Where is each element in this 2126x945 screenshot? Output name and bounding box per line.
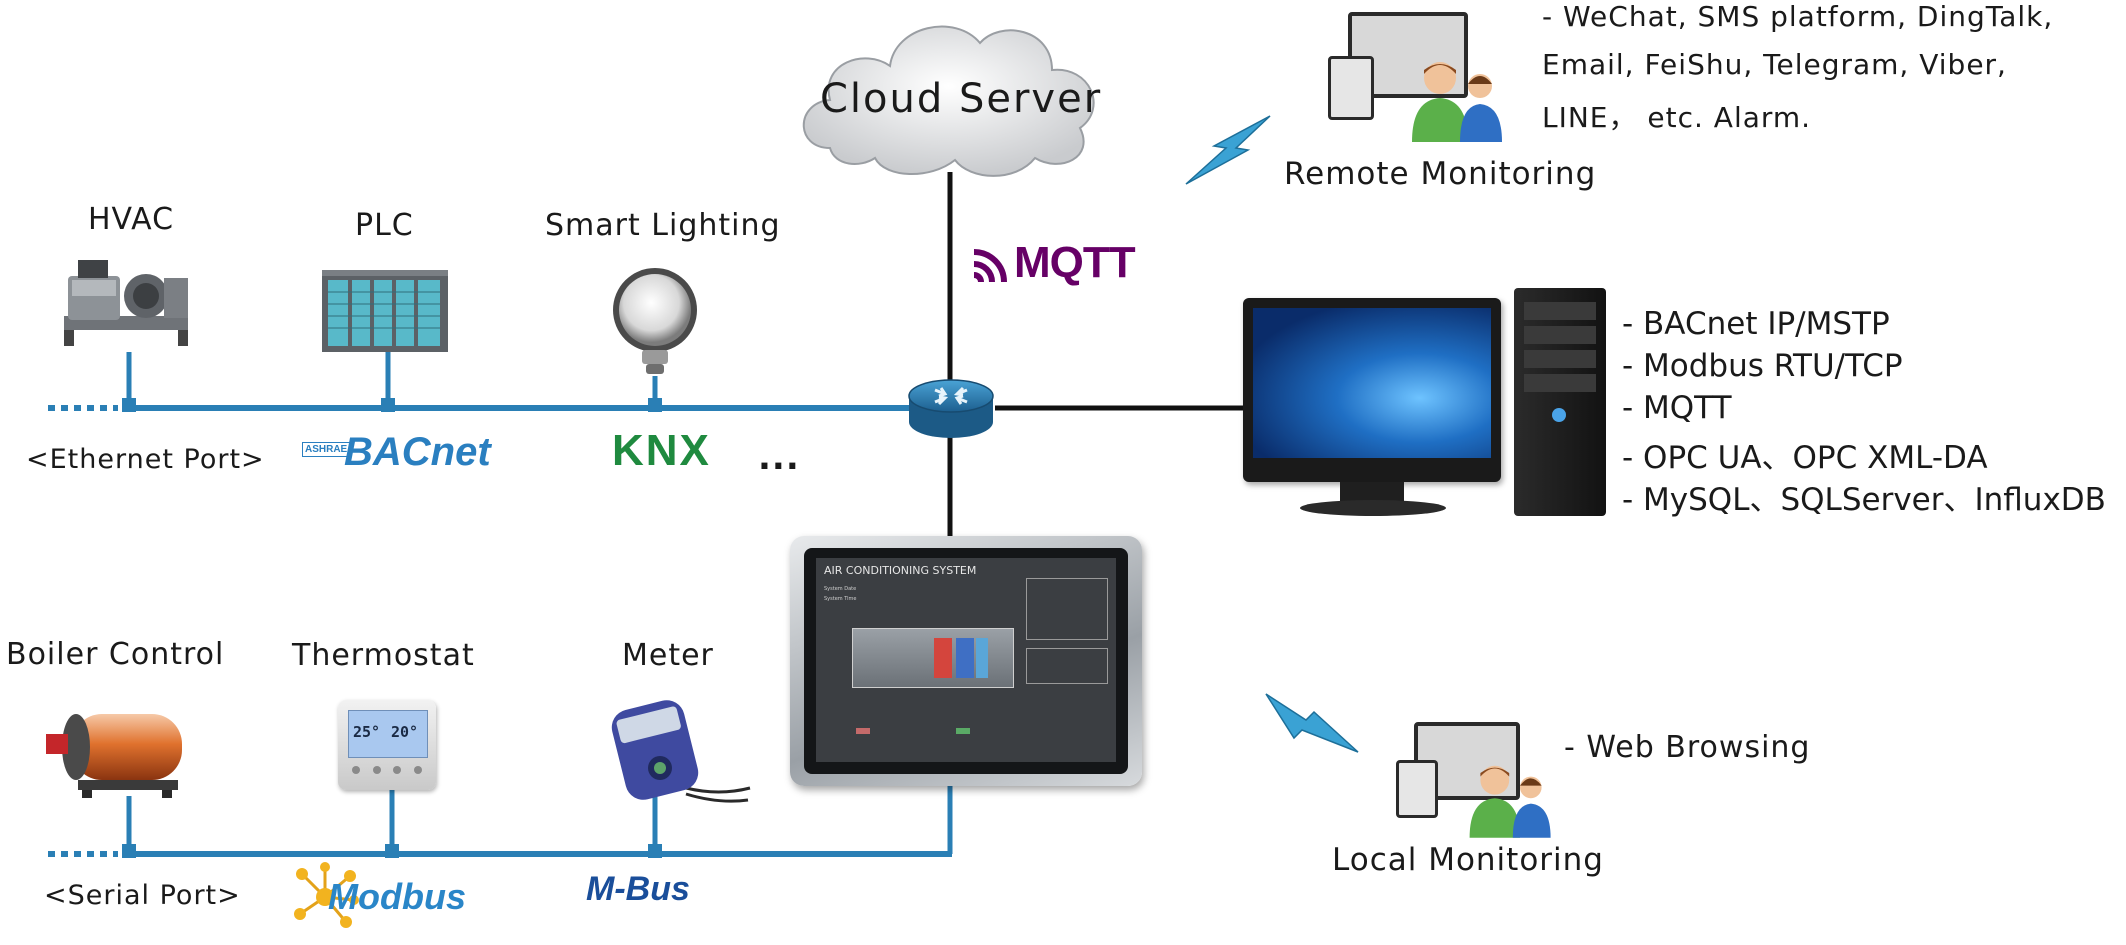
thermostat-button [372,766,381,774]
remote-alarm-line: - WeChat, SMS platform, DingTalk, [1542,0,2054,33]
plc-label: PLC [355,208,414,243]
pc-drive-bay [1524,302,1596,320]
mqtt-signal-icon [973,249,1007,283]
thermostat-button [413,766,422,774]
smart-lighting-label: Smart Lighting [545,208,781,243]
lightning-icon [1265,693,1359,753]
hmi-coil-red [934,638,952,678]
hmi-bezel: AIR CONDITIONING SYSTEM System Date Syst… [804,548,1128,774]
knx-logo: KNX [612,426,709,475]
remote-users-icon [1328,8,1508,142]
pc-monitor [1243,298,1501,482]
boiler-node [122,844,136,858]
pc-tower [1514,288,1606,516]
bacnet-logo-text: BACnet [344,430,491,474]
local-tablet-icon [1396,760,1438,818]
thermostat-device: 25° 20° [338,700,436,790]
hmi-duct-graphic [852,628,1014,688]
water-meter-icon [611,700,751,803]
hmi-indicator [856,728,870,734]
local-web-browsing: - Web Browsing [1564,730,1811,765]
hmi-coil-blue [956,638,974,678]
remote-monitoring-label: Remote Monitoring [1284,156,1597,192]
modbus-network-icon [294,862,359,928]
hmi-indicator [956,728,970,734]
router-icon [908,379,994,438]
thermostat-temp-current: 25° [353,723,381,741]
local-monitoring-label: Local Monitoring [1332,842,1604,878]
pc-feature-item: - Modbus RTU/TCP [1622,348,1903,384]
plc-icon [322,270,448,352]
thermostat-label: Thermostat [292,638,475,673]
hmi-status-box [1026,578,1108,640]
cloud-icon [802,25,1095,177]
lightning-icon [1185,115,1271,185]
led-bulb-icon [613,268,697,374]
pc-monitor-base [1300,500,1446,516]
thermostat-node [385,844,399,858]
boiler-icon [46,714,182,798]
hmi-screen-title: AIR CONDITIONING SYSTEM [824,564,977,577]
thermostat-temp-set: 20° [391,723,419,741]
remote-tablet-icon [1328,56,1374,120]
pc-monitor-stand [1340,482,1404,504]
meter-label: Meter [622,638,714,673]
mbus-logo-text: M-Bus [586,870,690,908]
thermostat-screen: 25° 20° [348,710,428,758]
users-icon [1469,765,1551,838]
meter-node [648,844,662,858]
pc-feature-item: - OPC UA、OPC XML-DA [1622,440,1988,476]
mqtt-logo: MQTT [972,238,1152,288]
modbus-logo: Modbus [290,862,500,932]
thermostat-button [352,766,360,774]
pc-drive-bay [1524,374,1596,392]
remote-alarm-line: LINE， etc. Alarm. [1542,101,1812,134]
hmi-status-box [1026,648,1108,684]
plc-node [381,398,395,412]
hmi-coil-blue-2 [976,638,988,678]
hvac-chiller-icon [64,260,188,346]
remote-alarm-line: Email, FeiShu, Telegram, Viber, [1542,48,2007,81]
boiler-control-label: Boiler Control [6,637,225,672]
pc-feature-item: - MySQL、SQLServer、InfluxDB [1622,482,2106,518]
pc-drive-bay [1524,326,1596,344]
local-users-icon [1396,718,1556,838]
pc-feature-item: - MQTT [1622,390,1732,426]
users-icon [1412,62,1502,142]
pc-feature-item: - BACnet IP/MSTP [1622,306,1890,342]
pc-monitor-screen [1253,308,1491,458]
ellipsis-more: ... [758,438,800,478]
hmi-screen: AIR CONDITIONING SYSTEM System Date Syst… [816,558,1116,762]
mqtt-logo-text: MQTT [1014,238,1136,287]
thermostat-buttons [352,766,422,776]
hmi-touch-panel: AIR CONDITIONING SYSTEM System Date Syst… [790,536,1142,786]
hmi-system-time: System Time [824,596,857,602]
mbus-logo: M-Bus [586,870,736,918]
hmi-system-date: System Date [824,586,857,592]
pc-drive-bay [1524,350,1596,368]
bacnet-ashrae-badge: ASHRAE [302,442,351,457]
serial-port-label: <Serial Port> [44,880,241,911]
lighting-node [648,398,662,412]
ethernet-port-label: <Ethernet Port> [26,444,265,475]
cloud-server-label: Cloud Server [820,76,1103,122]
hvac-label: HVAC [88,202,175,237]
thermostat-button [393,766,402,774]
hvac-node [122,398,136,412]
pc-power-button [1552,408,1566,422]
knx-logo-text: KNX [612,426,711,475]
modbus-logo-text: Modbus [328,876,466,917]
bacnet-logo: ASHRAE BACnet [302,430,492,474]
